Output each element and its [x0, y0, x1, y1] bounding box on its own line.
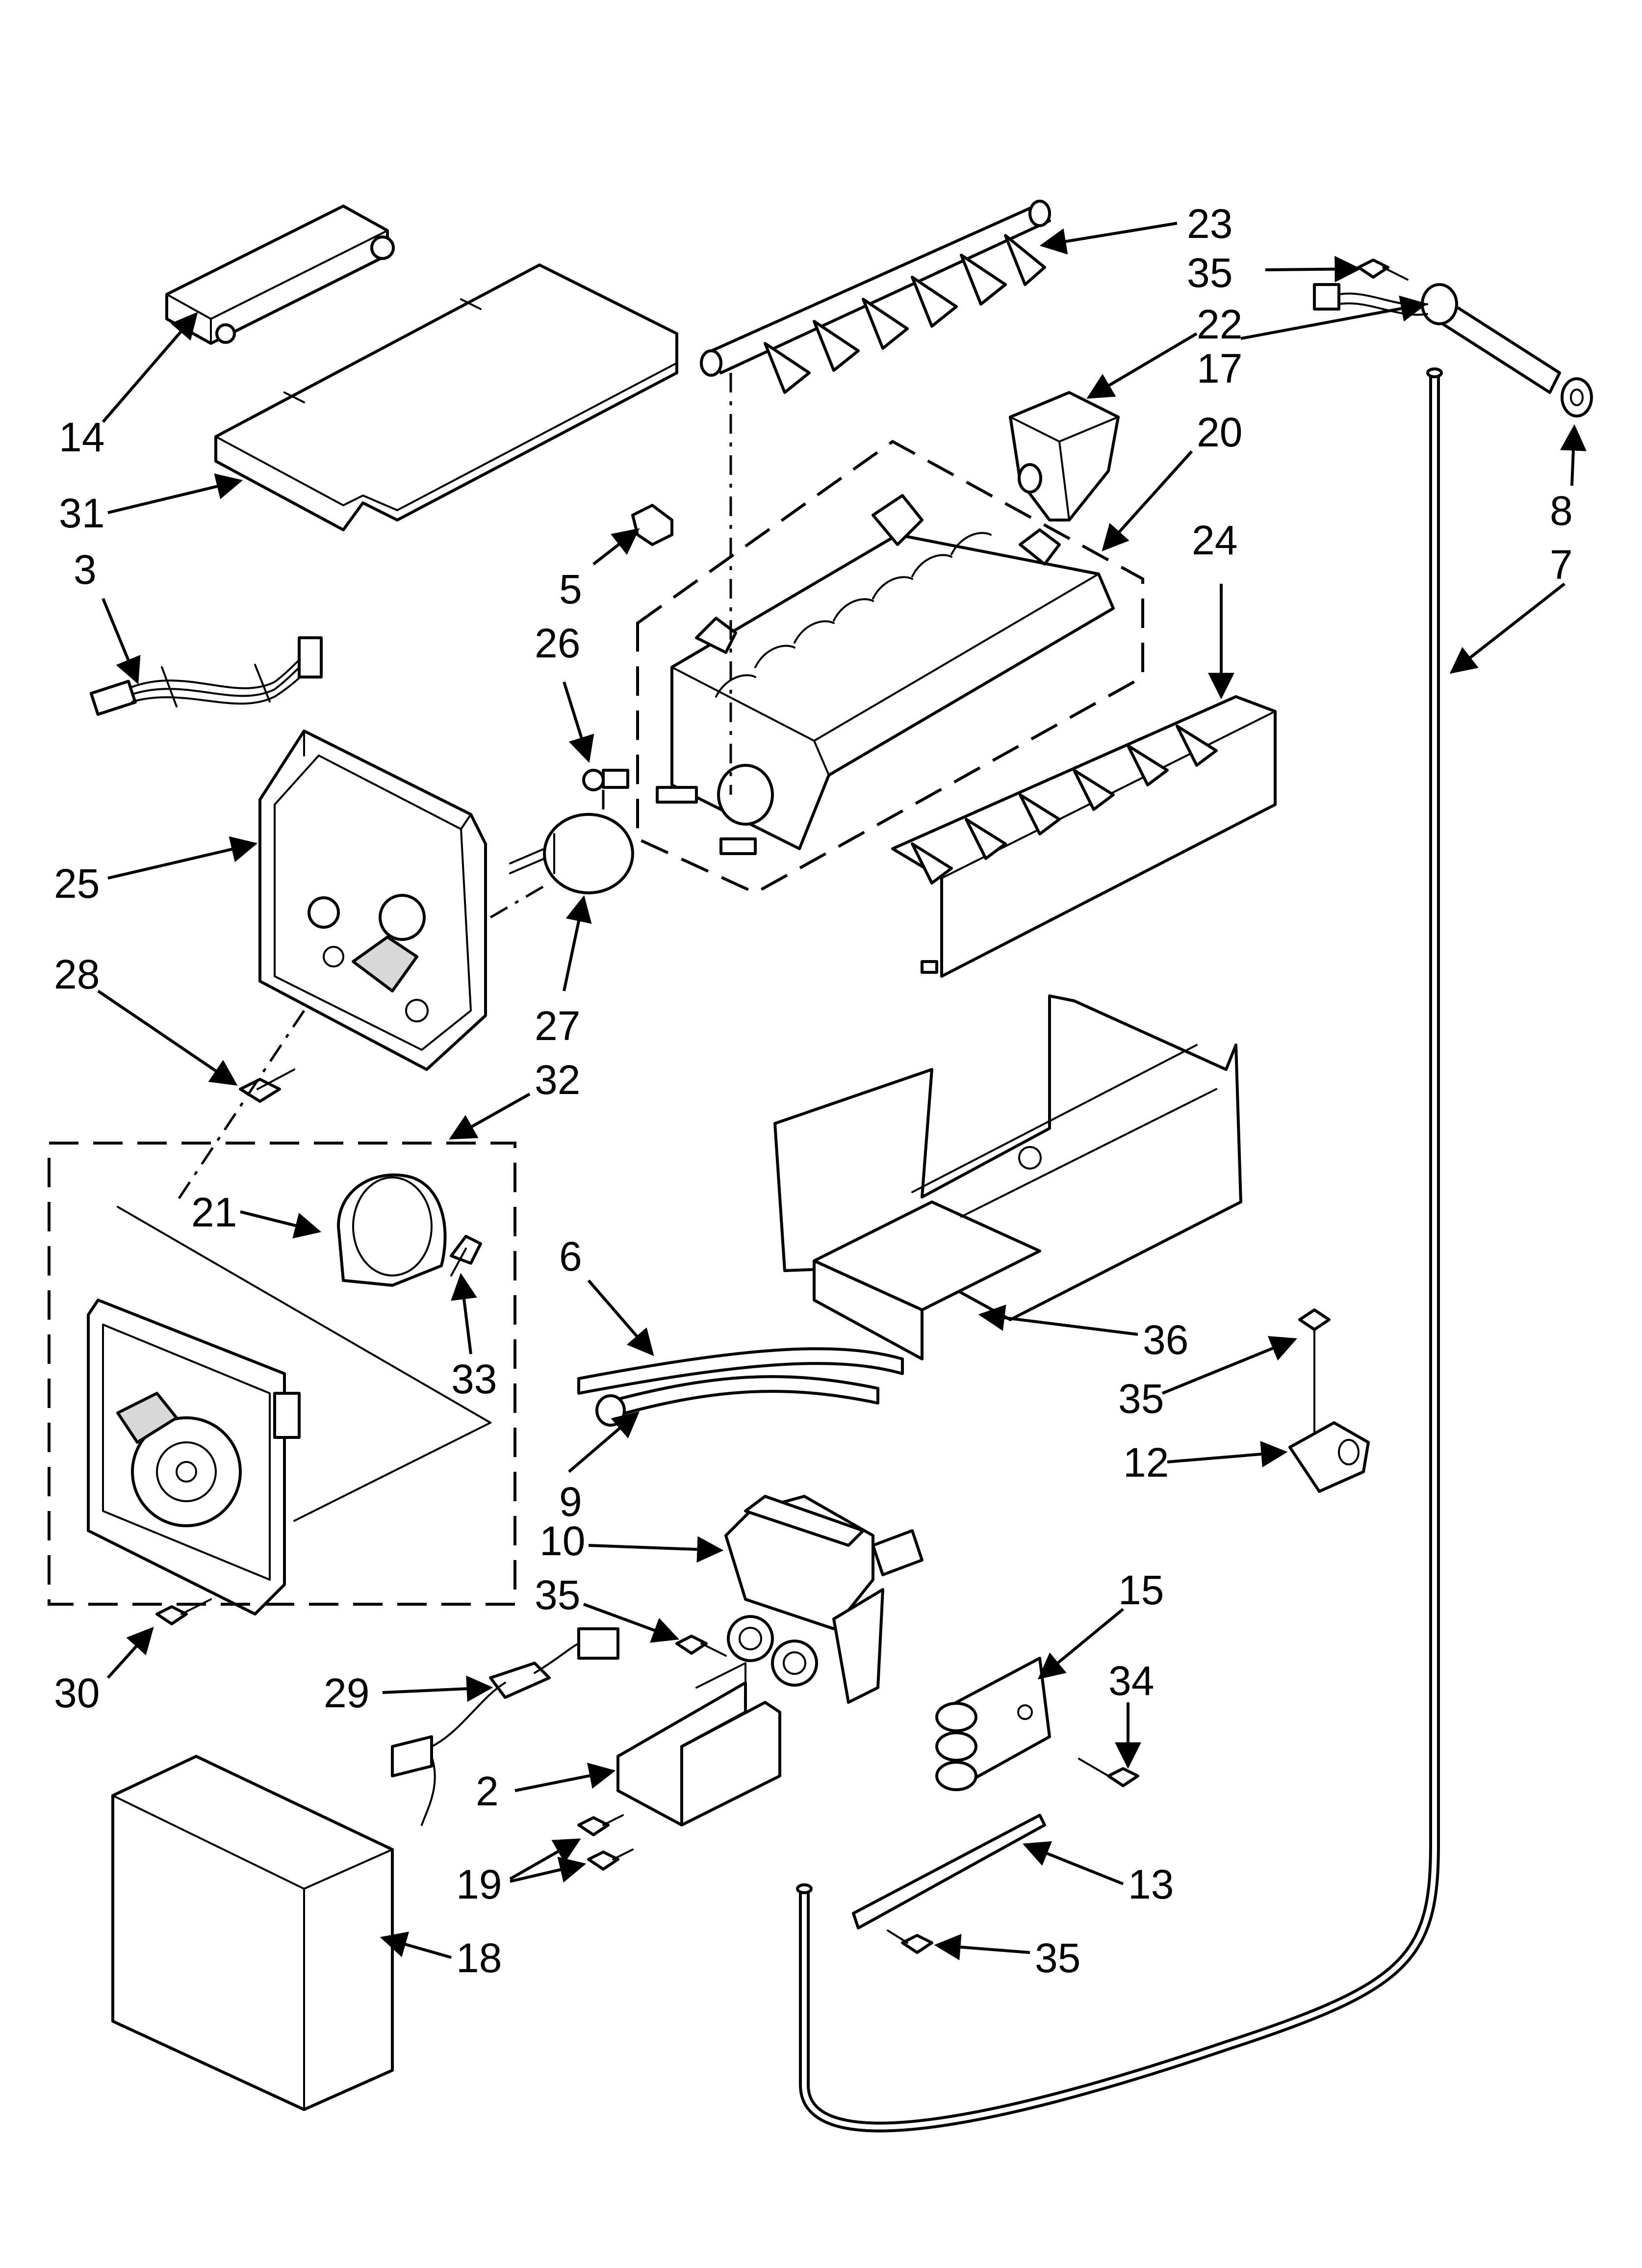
screw-part-19 [577, 1814, 634, 1871]
wire-harness-part-29 [391, 1627, 619, 1826]
callout-30: 30 [54, 1670, 100, 1716]
icemaker-cover-part [214, 263, 678, 531]
callout-34: 34 [1108, 1658, 1154, 1704]
leader-arrows [97, 222, 1587, 1960]
callout-35: 35 [1118, 1376, 1164, 1422]
callout-26: 26 [535, 620, 580, 666]
callout-33: 33 [451, 1356, 497, 1402]
mounting-strip-part [852, 1814, 1046, 1929]
callout-29: 29 [324, 1670, 369, 1716]
callout-10: 10 [539, 1518, 585, 1564]
callout-35: 35 [1187, 250, 1232, 296]
fill-cup-part [1009, 391, 1120, 521]
callout-8: 8 [1550, 488, 1573, 534]
drive-motor-part [337, 1173, 447, 1287]
water-tube-part [796, 367, 1443, 2133]
callout-20: 20 [1197, 409, 1242, 455]
motor-module-plane [117, 1206, 491, 1522]
clip-part [631, 504, 673, 546]
tube-clip-part [935, 1657, 1051, 1791]
callout-6: 6 [559, 1233, 582, 1279]
callout-14: 14 [59, 414, 104, 460]
screw-part-35-valve [675, 1635, 727, 1657]
callout-7: 7 [1550, 542, 1573, 588]
callout-21: 21 [191, 1189, 237, 1235]
screw-part-34 [1078, 1758, 1139, 1787]
callout-24: 24 [1192, 517, 1237, 563]
callout-23: 23 [1187, 201, 1232, 247]
housing-module-alignment-line [175, 1010, 306, 1203]
callout-25: 25 [54, 860, 100, 907]
callout-3: 3 [74, 547, 97, 593]
housing-alignment-line [489, 882, 550, 919]
callout-36: 36 [1143, 1317, 1188, 1363]
icemaker-mold-part [656, 494, 1115, 855]
callout-5: 5 [559, 566, 582, 612]
ice-stripper-part [891, 695, 1277, 978]
coupler-part [582, 769, 629, 791]
screw-part-33 [450, 1235, 482, 1277]
callout-22: 22 [1197, 301, 1242, 347]
callout-13: 13 [1128, 1861, 1174, 1907]
callout-28: 28 [54, 951, 100, 997]
callout-31: 31 [59, 490, 104, 536]
mounting-bracket-part [773, 994, 1242, 1360]
callout-17: 17 [1197, 345, 1242, 391]
callout-labels: 23 35 22 17 20 8 7 24 14 31 3 5 26 25 28… [54, 201, 1573, 1981]
callout-2: 2 [476, 1768, 499, 1814]
housing-cover-part [111, 1755, 394, 2111]
valve-bracket-part [616, 1662, 781, 1826]
callout-35: 35 [535, 1572, 580, 1618]
ejector-part [700, 200, 1051, 394]
callout-19: 19 [456, 1861, 502, 1907]
module-assembly-boundary [48, 1142, 516, 1606]
screw-part-35-clamp [1298, 1308, 1331, 1434]
grommet-part [1561, 377, 1593, 417]
fill-tube-part [1313, 283, 1561, 394]
cover-hinge-bracket-part [165, 205, 395, 345]
thermostat-part [509, 813, 634, 894]
tube-clamp-part [1288, 1421, 1370, 1493]
module-housing-part [258, 730, 487, 1071]
callout-35: 35 [1035, 1935, 1080, 1981]
mold-assembly-boundary [636, 440, 1144, 895]
callout-9: 9 [559, 1479, 582, 1525]
screw-part-28 [239, 1069, 295, 1103]
motor-module-part [87, 1299, 301, 1616]
callout-27: 27 [535, 1003, 580, 1049]
screw-part-30 [155, 1598, 212, 1625]
callout-18: 18 [456, 1935, 502, 1981]
callout-15: 15 [1118, 1567, 1164, 1613]
tube-part-6 [577, 1347, 904, 1395]
screw-part-35-top [1357, 259, 1409, 281]
callout-32: 32 [535, 1057, 580, 1103]
water-valve-part [724, 1495, 924, 1704]
wire-harness-part [89, 636, 323, 716]
callout-12: 12 [1123, 1439, 1169, 1486]
screw-part-35-strip [887, 1929, 933, 1954]
